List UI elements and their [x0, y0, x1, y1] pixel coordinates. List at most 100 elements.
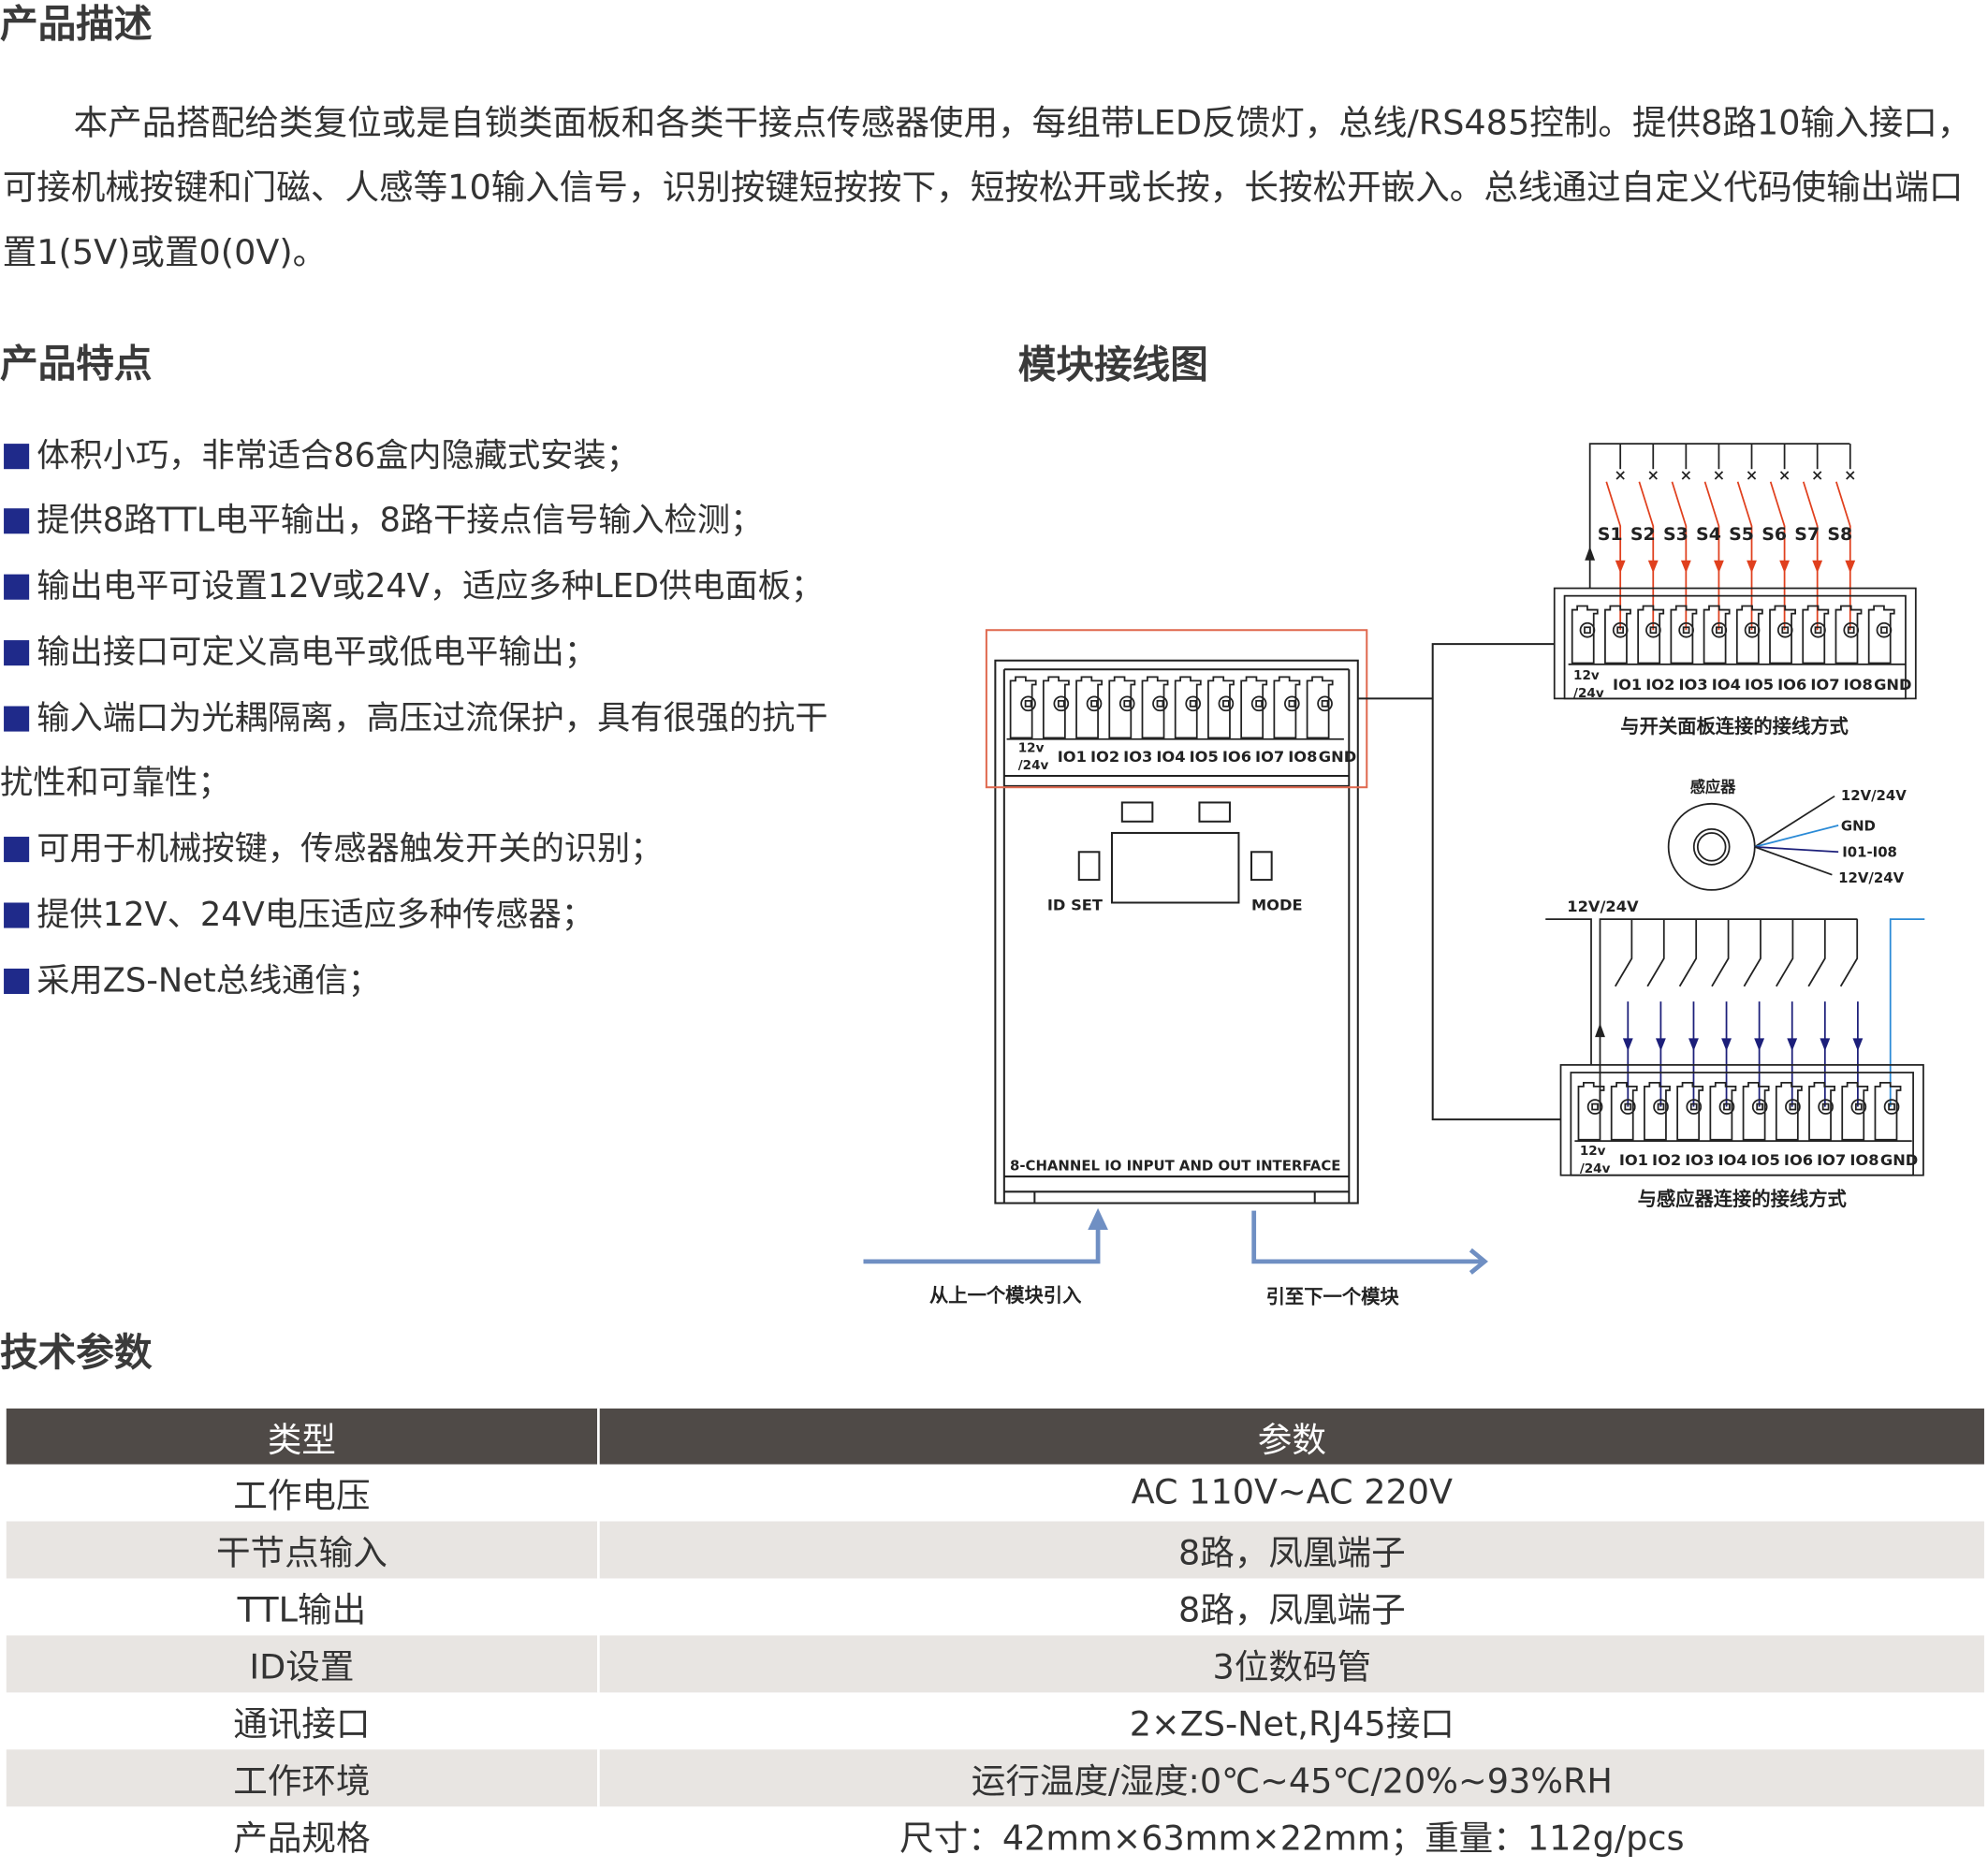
terminal-slot	[1577, 1081, 1605, 1141]
screw-icon	[1255, 699, 1263, 708]
terminal-label: IO7	[1817, 1151, 1846, 1169]
header-type: 类型	[6, 1408, 599, 1465]
bullet-square-icon	[4, 968, 30, 995]
feature-item: 可用于机械按键，传感器触发开关的识别；	[4, 830, 663, 869]
screw-icon	[1288, 699, 1296, 708]
sensor-icon	[1696, 832, 1727, 862]
spec-value-cell: 2×ZS-Net,RJ45接口	[597, 1692, 1984, 1750]
terminal-slot	[1775, 1081, 1803, 1141]
connection-lines	[1357, 643, 1561, 1121]
terminal-slot	[1874, 1081, 1902, 1141]
x-mark-icon	[1747, 471, 1757, 480]
switch-contact	[1615, 919, 1633, 987]
sensor-icon	[1692, 828, 1731, 866]
terminal-label: IO1	[1619, 1151, 1648, 1169]
bus-out-arrow	[1251, 1210, 1484, 1264]
switch-contact	[1711, 919, 1730, 987]
switch-label: S2	[1630, 524, 1656, 545]
terminal-slot	[1042, 676, 1070, 739]
power-label: /24v	[1580, 1161, 1611, 1176]
sensor-power-label: 12V/24V	[1567, 898, 1639, 915]
terminal-slot	[1306, 676, 1334, 739]
screw-icon	[1751, 1099, 1768, 1115]
feature-item: 体积小巧，非常适合86盒内隐藏式安装；	[4, 437, 639, 475]
screw-icon	[1612, 621, 1629, 638]
spec-type-cell: ID设置	[6, 1635, 599, 1693]
highlight-frame	[985, 629, 1368, 789]
terminal-slot	[1835, 605, 1863, 664]
feature-item: 提供12V、24V电压适应多种传感器；	[4, 896, 594, 935]
power-wire	[1599, 918, 1858, 1107]
arrow-down-icon	[1754, 1038, 1765, 1051]
terminal-label: IO4	[1718, 1151, 1747, 1169]
arrow-down-icon	[1845, 560, 1856, 574]
id-set-label: ID SET	[1047, 897, 1103, 914]
screw-icon	[1624, 1102, 1632, 1111]
switch-label: S4	[1696, 524, 1721, 545]
module-body	[994, 659, 1359, 1205]
terminal-block	[1553, 587, 1917, 700]
feature-text: 体积小巧，非常适合86盒内隐藏式安装；	[37, 437, 639, 475]
spec-type-cell: TTL输出	[237, 1591, 367, 1631]
terminal-slot	[1637, 605, 1665, 664]
bullet-square-icon	[4, 640, 30, 666]
screw-icon	[1789, 1102, 1797, 1111]
screw-icon	[1586, 1099, 1603, 1115]
interface-label: 8-CHANNEL IO INPUT AND OUT INTERFACE	[1010, 1157, 1340, 1174]
switch-lever	[1703, 481, 1720, 631]
arrow-down-icon	[1787, 1038, 1798, 1051]
sensor-wire-label: I01-I08	[1842, 844, 1897, 861]
screw-icon	[1118, 695, 1135, 712]
arrow-down-icon	[1680, 560, 1691, 574]
terminal-block	[1006, 676, 1344, 740]
arrow-down-icon	[1688, 1038, 1699, 1051]
terminal-label: IO3	[1123, 748, 1152, 766]
mode-label: MODE	[1251, 897, 1303, 914]
spec-value-cell: 8路，凤凰端子	[597, 1578, 1984, 1636]
screw-icon	[1649, 626, 1658, 635]
to-next-label: 引至下一个模块	[1266, 1286, 1400, 1308]
switch-label: S7	[1794, 524, 1820, 545]
terminal-slot	[1703, 605, 1731, 664]
screw-icon	[1645, 621, 1661, 638]
arrow-down-icon	[1655, 1038, 1666, 1051]
table-header: 类型 参数	[6, 1408, 1984, 1465]
table-row: 产品规格尺寸：42mm×63mm×22mm；重量：112g/pcs	[7, 1806, 1984, 1864]
screw-icon	[1185, 695, 1202, 712]
feature-text: 采用ZS-Net总线通信；	[37, 962, 381, 1000]
terminal-slot	[1240, 676, 1268, 739]
terminal-label: IO4	[1156, 748, 1185, 766]
arrow-down-icon	[1714, 560, 1724, 574]
feature-text: 提供12V、24V电压适应多种传感器；	[37, 896, 594, 935]
switch-lever	[1638, 481, 1655, 631]
terminal-label: GND	[1319, 748, 1356, 766]
screw-icon	[1814, 626, 1822, 635]
switch-lever	[1769, 481, 1786, 631]
screw-icon	[1756, 1102, 1764, 1111]
screw-icon	[1250, 695, 1267, 712]
terminal-label: IO5	[1190, 748, 1219, 766]
screw-icon	[1123, 699, 1132, 708]
arrow-down-icon	[1721, 1038, 1732, 1051]
gnd-wire	[1889, 918, 1925, 1107]
screw-icon	[1086, 695, 1103, 712]
screw-icon	[1888, 1102, 1895, 1111]
terminal-slot	[1742, 1081, 1770, 1141]
screw-icon	[1715, 626, 1723, 635]
switch-label: S1	[1598, 524, 1623, 545]
screw-icon	[1748, 626, 1756, 635]
terminal-label: IO3	[1685, 1151, 1714, 1169]
bullet-square-icon	[4, 837, 30, 863]
terminal-label: IO4	[1712, 676, 1741, 694]
x-mark-icon	[1846, 471, 1855, 480]
switch-contact	[1646, 919, 1665, 987]
screw-icon	[1053, 695, 1070, 712]
feature-text: 提供8路TTL电平输出，8路干接点信号输入检测；	[37, 502, 764, 541]
screw-icon	[1218, 695, 1235, 712]
screw-icon	[1781, 626, 1790, 635]
spec-value-cell: 尺寸：42mm×63mm×22mm；重量：112g/pcs	[597, 1806, 1984, 1864]
feature-text: 输入端口为光耦隔离，高压过流保护，具有很强的抗干	[37, 699, 828, 738]
power-wire	[1545, 918, 1592, 1065]
